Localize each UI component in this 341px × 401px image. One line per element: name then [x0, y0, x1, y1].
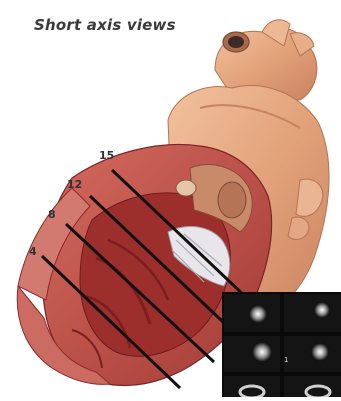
page-title: Short axis views	[34, 16, 176, 34]
thumbnail-label: 1	[284, 356, 288, 364]
slice-label-8: 8	[48, 208, 56, 221]
scan-thumbnail	[284, 294, 341, 332]
slice-label-15: 15	[99, 149, 114, 162]
scan-thumbnails: 1	[222, 292, 341, 397]
slice-label-4: 4	[29, 245, 37, 258]
slice-label-12: 12	[67, 178, 82, 191]
